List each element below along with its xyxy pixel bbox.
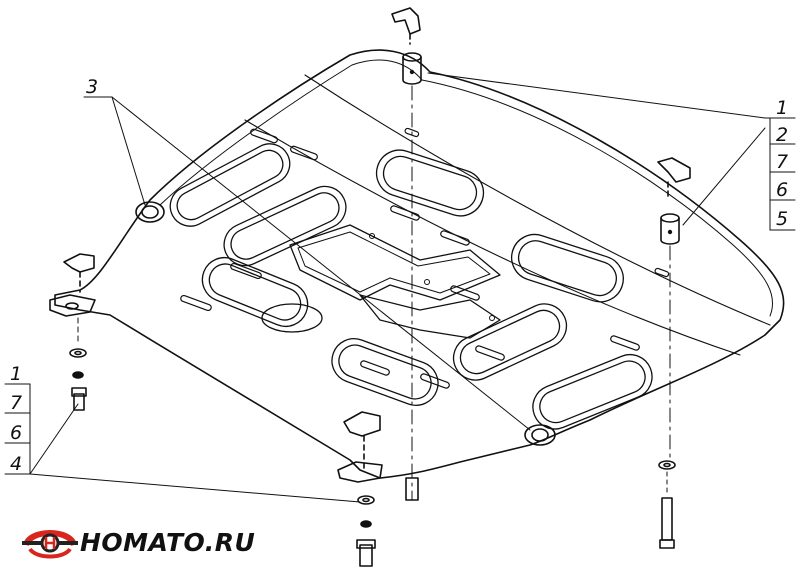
- callout-right-1: 1: [776, 97, 788, 119]
- callout-stack-left: [4, 383, 31, 475]
- callout-right-2: 2: [776, 124, 788, 146]
- top-bracket: [391, 7, 421, 45]
- embossed-ribs: [169, 143, 653, 430]
- right-bracket: [657, 157, 691, 201]
- plate-tab-left: [49, 294, 96, 317]
- bottom-bracket: [343, 411, 381, 471]
- spacer-sleeve-top: [402, 52, 422, 85]
- plate-holes: [369, 233, 495, 321]
- bolt-center: [405, 477, 419, 501]
- callout-stack-right: [769, 117, 796, 231]
- mounting-boss-bottom: [524, 424, 556, 446]
- washer-right: [658, 460, 676, 470]
- nut-left: [72, 371, 84, 379]
- callout-left-7: 7: [10, 392, 22, 414]
- callout-left-6: 6: [10, 422, 22, 444]
- bolt-right: [659, 497, 675, 549]
- callout-3: 3: [86, 76, 98, 98]
- plate-tab-bottom: [337, 461, 383, 483]
- mounting-boss-left: [135, 201, 165, 223]
- callout-right-6: 6: [776, 179, 788, 201]
- skid-plate-rim: [159, 59, 774, 317]
- washer-left: [69, 348, 87, 358]
- bend-line-rear: [244, 119, 741, 356]
- logo-text: HOMATO.RU: [80, 528, 256, 557]
- homato-logo-icon: [22, 530, 78, 559]
- callout-right-5: 5: [776, 208, 788, 230]
- callout-left-1: 1: [10, 363, 22, 385]
- spacer-sleeve-right: [660, 213, 680, 245]
- skid-plate-outline: [54, 49, 785, 479]
- washer-bottom: [357, 495, 375, 505]
- plate-slots: [180, 127, 670, 389]
- bend-line-front: [304, 74, 771, 326]
- callout-left-4: 4: [10, 453, 22, 475]
- bolt-bottom: [356, 539, 376, 567]
- callout-right-7: 7: [776, 151, 788, 173]
- leader-lines: [29, 72, 796, 503]
- bolt-left: [71, 387, 87, 411]
- left-bracket: [63, 253, 95, 293]
- nut-bottom: [360, 520, 372, 528]
